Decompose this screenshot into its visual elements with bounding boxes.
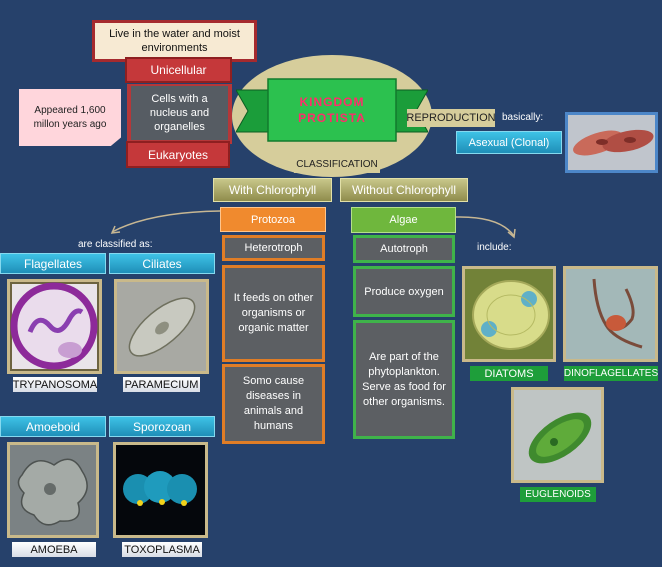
paramecium-label: PARAMECIUM: [123, 377, 200, 392]
without-chlorophyll-box: Without Chlorophyll: [340, 178, 468, 202]
dinoflagellates-image: [563, 266, 658, 362]
classified-as-label: are classified as:: [78, 239, 153, 250]
euglenoids-label: EUGLENOIDS: [520, 487, 596, 502]
amoeboid-header: Amoeboid: [0, 416, 106, 437]
euglena-icon: [514, 390, 601, 480]
amoeba-image: [7, 442, 99, 538]
with-chlorophyll-box: With Chlorophyll: [213, 178, 332, 202]
trypanosoma-label: TRYPANOSOMA: [12, 377, 98, 392]
habitat-box: Live in the water and moist environments: [92, 20, 257, 62]
paramecium-icon: [117, 282, 206, 371]
unicellular-box: Unicellular: [125, 57, 232, 83]
reproduction-label: REPRODUCTION: [406, 109, 496, 127]
toxoplasma-image: [113, 442, 208, 538]
asexual-box: Asexual (Clonal): [456, 131, 562, 154]
algae-header: Algae: [351, 207, 456, 233]
oxygen-box: Produce oxygen: [353, 266, 455, 317]
heterotroph-box: Heterotroph: [222, 235, 325, 261]
basically-label: basically:: [502, 112, 544, 123]
dinoflagellates-label: DINOFLAGELLATES: [563, 366, 659, 381]
dividing-cell-icon: [568, 115, 655, 170]
dinoflagellate-icon: [566, 269, 655, 359]
page-title: KINGDOM PROTISTA: [298, 95, 366, 125]
appeared-note: Appeared 1,600 millon years ago: [19, 89, 121, 146]
toxoplasma-label: TOXOPLASMA: [122, 542, 202, 557]
diatoms-label: DIATOMS: [470, 366, 548, 381]
eukaryotes-box: Eukaryotes: [126, 141, 230, 168]
phytoplankton-box: Are part of the phytoplankton. Serve as …: [353, 320, 455, 439]
sporozoan-header: Sporozoan: [109, 416, 215, 437]
diatom-icon: [465, 269, 553, 359]
euglenoids-image: [511, 387, 604, 483]
paramecium-image: [114, 279, 209, 374]
autotroph-box: Autotroph: [353, 235, 455, 263]
trypanosoma-icon: [10, 282, 98, 370]
flagellates-header: Flagellates: [0, 253, 106, 274]
toxoplasma-icon: [116, 445, 205, 535]
amoeba-label: AMOEBA: [12, 542, 96, 557]
protozoa-header: Protozoa: [220, 207, 326, 232]
ciliates-header: Ciliates: [109, 253, 215, 274]
diatoms-image: [462, 266, 556, 362]
cells-box: Cells with a nucleus and organelles: [131, 86, 228, 140]
diseases-box: Somo cause diseases in animals and human…: [222, 364, 325, 444]
trypanosoma-image: [7, 279, 102, 374]
classification-label: CLASSIFICATION: [294, 156, 380, 173]
asexual-image: [565, 112, 658, 173]
feeds-box: It feeds on other organisms or organic m…: [222, 265, 325, 362]
include-label: include:: [477, 242, 512, 253]
amoeba-icon: [10, 445, 96, 535]
